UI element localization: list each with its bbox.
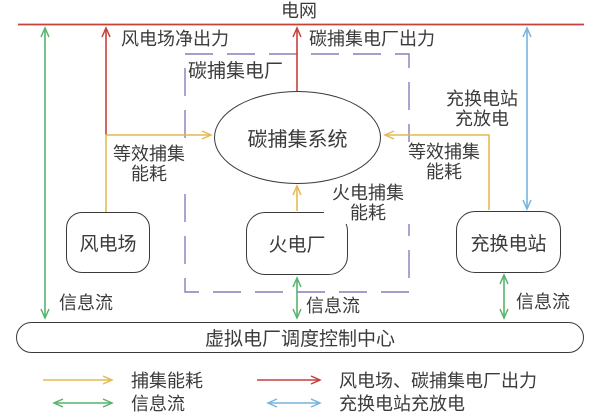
legend-station-charge: 充换电站充放电 bbox=[256, 390, 465, 413]
info-flow-label-middle: 信息流 bbox=[306, 296, 360, 316]
legend-arrow-red-icon bbox=[257, 375, 322, 385]
thermal-capture-label: 火电捕集 能耗 bbox=[324, 183, 412, 224]
thermal-plant-label: 火电厂 bbox=[268, 235, 326, 256]
legend-capture-energy: 捕集能耗 bbox=[42, 367, 203, 393]
legend-arrow-blue-icon bbox=[266, 398, 322, 408]
legend-arrow-yellow-icon bbox=[43, 375, 114, 385]
ccpp-output-label: 碳捕集电厂出力 bbox=[309, 29, 435, 49]
vpp-control-center-label: 虚拟电厂调度控制中心 bbox=[204, 329, 395, 350]
ccpp-group-label: 碳捕集电厂 bbox=[188, 61, 284, 82]
node-charging-station: 充换电站 bbox=[456, 211, 561, 273]
info-flow-label-right: 信息流 bbox=[516, 292, 570, 312]
node-wind-farm: 风电场 bbox=[66, 212, 150, 273]
legend-station-charge-label: 充换电站充放电 bbox=[339, 394, 465, 413]
station-charge-label: 充换电站 充放电 bbox=[446, 89, 518, 130]
wind-net-output-label: 风电场净出力 bbox=[121, 29, 229, 49]
equiv-capture-arrow-right bbox=[383, 130, 490, 210]
capture-system-label: 碳捕集系统 bbox=[247, 129, 348, 151]
legend-wind-ccpp-output: 风电场、碳捕集电厂出力 bbox=[256, 367, 537, 393]
legend-capture-energy-label: 捕集能耗 bbox=[131, 371, 203, 391]
legend-info-flow: 信息流 bbox=[42, 390, 185, 413]
equiv-capture-label-left: 等效捕集 能耗 bbox=[109, 144, 189, 185]
equiv-capture-arrow-left bbox=[105, 130, 213, 212]
node-capture-system: 碳捕集系统 bbox=[214, 91, 381, 184]
equiv-capture-label-right: 等效捕集 能耗 bbox=[402, 142, 486, 183]
legend-wind-ccpp-output-label: 风电场、碳捕集电厂出力 bbox=[339, 371, 537, 391]
wind-farm-label: 风电场 bbox=[79, 234, 137, 255]
info-flow-label-left: 信息流 bbox=[59, 293, 113, 313]
grid-label: 电网 bbox=[281, 1, 317, 21]
node-vpp-control-center: 虚拟电厂调度控制中心 bbox=[16, 322, 584, 353]
charging-station-label: 充换电站 bbox=[470, 233, 547, 255]
legend-arrow-green-icon bbox=[52, 398, 114, 408]
legend-info-flow-label: 信息流 bbox=[131, 394, 185, 413]
